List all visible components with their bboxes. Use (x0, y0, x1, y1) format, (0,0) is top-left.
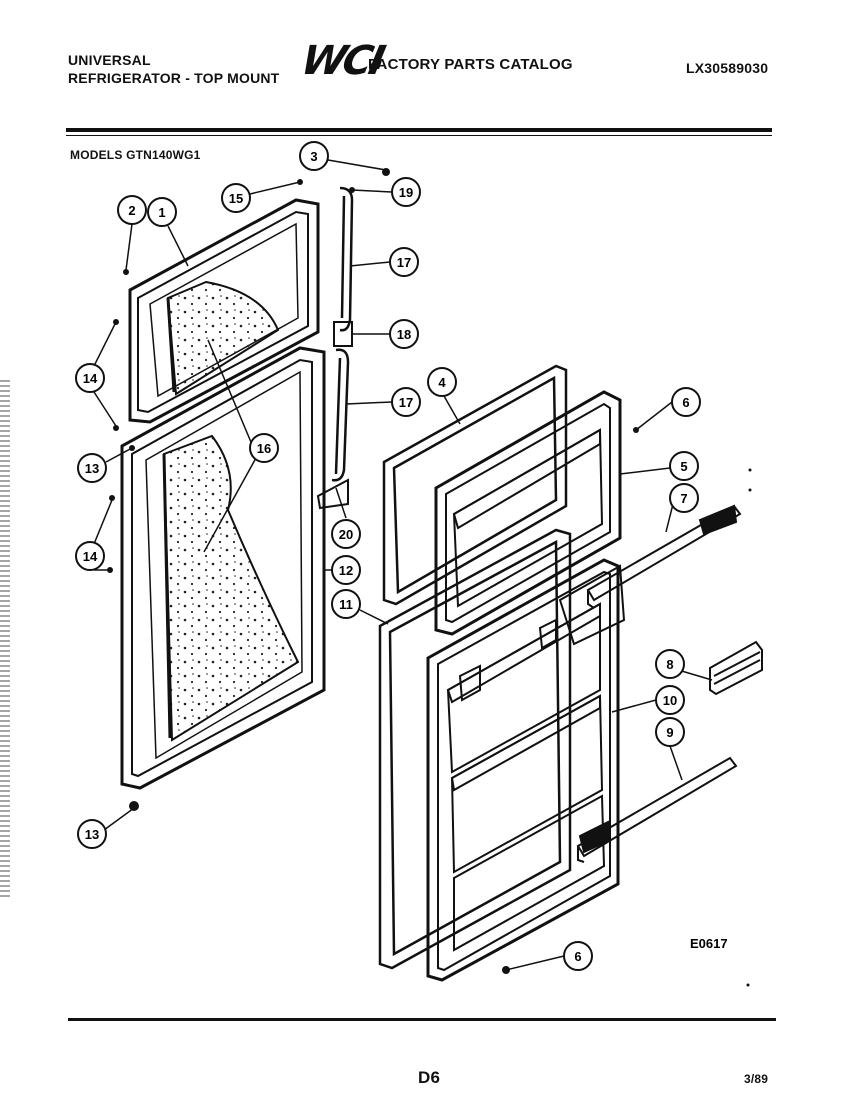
dairy-door-8 (709, 640, 763, 696)
callout-2-label: 2 (128, 203, 135, 218)
callout-17-upper: 17 (389, 247, 419, 277)
callout-17-upper-label: 17 (397, 255, 411, 270)
catalog-date: 3/89 (744, 1072, 769, 1086)
callout-4: 4 (427, 367, 457, 397)
freezer-door (434, 390, 622, 636)
hinge-bracket (316, 321, 353, 510)
brand-line1: UNIVERSAL (68, 52, 151, 68)
brand-line2: REFRIGERATOR - TOP MOUNT (68, 70, 280, 86)
callout-14-upper-label: 14 (83, 371, 98, 386)
freezer-door-gasket (382, 364, 568, 606)
callout-3-label: 3 (310, 149, 317, 164)
callout-1: 1 (147, 197, 177, 227)
callout-5-label: 5 (680, 459, 687, 474)
callout-14-lower: 14 (75, 541, 105, 571)
callout-6-lower-label: 6 (574, 949, 581, 964)
callout-15-label: 15 (229, 191, 243, 206)
callout-7-label: 7 (680, 491, 687, 506)
catalog-title: FACTORY PARTS CATALOG (368, 56, 573, 73)
callout-2: 2 (117, 195, 147, 225)
callout-9-label: 9 (666, 725, 673, 740)
fresh-food-door-gasket-panel (162, 434, 300, 742)
callout-13-upper-label: 13 (85, 461, 99, 476)
header-rule-thin (66, 135, 772, 136)
callout-14-lower-label: 14 (83, 549, 98, 564)
header-rule (66, 128, 772, 132)
fresh-food-door-gasket (378, 528, 572, 970)
callout-16-label: 16 (257, 441, 271, 456)
callout-17-lower: 17 (391, 387, 421, 417)
callout-13-lower-label: 13 (85, 827, 99, 842)
callout-15: 15 (221, 183, 251, 213)
callout-16: 16 (249, 433, 279, 463)
callout-10-label: 10 (663, 693, 677, 708)
callout-6-lower: 6 (563, 941, 593, 971)
callout-14-upper: 14 (75, 363, 105, 393)
freezer-door-gasket-panel (166, 280, 280, 396)
callout-5: 5 (669, 451, 699, 481)
callout-10: 10 (655, 685, 685, 715)
callout-7: 7 (669, 483, 699, 513)
callout-8-label: 8 (666, 657, 673, 672)
fresh-food-door (426, 558, 626, 982)
callout-11-label: 11 (339, 597, 353, 612)
callout-12: 12 (331, 555, 361, 585)
callout-6-upper: 6 (671, 387, 701, 417)
callout-1-label: 1 (158, 205, 165, 220)
callout-3: 3 (299, 141, 329, 171)
callout-13-lower: 13 (77, 819, 107, 849)
callout-20: 20 (331, 519, 361, 549)
leader-lines (93, 159, 713, 971)
catalog-number: LX30589030 (686, 60, 769, 76)
figure-code: E0617 (690, 936, 728, 951)
page-number: D6 (418, 1068, 441, 1087)
callout-17-lower-label: 17 (399, 395, 413, 410)
callout-18-label: 18 (397, 327, 411, 342)
models-label: MODELS GTN140WG1 (70, 148, 201, 162)
callout-8: 8 (655, 649, 685, 679)
fresh-food-door-liner (120, 346, 326, 790)
callout-19-label: 19 (399, 185, 413, 200)
callout-20-label: 20 (339, 527, 353, 542)
shelf-rail-7 (586, 504, 742, 609)
callout-4-label: 4 (438, 375, 446, 390)
callout-12-label: 12 (339, 563, 353, 578)
upper-door-handle (339, 186, 354, 332)
shelf-rail-9 (576, 756, 738, 863)
callout-11: 11 (331, 589, 361, 619)
callout-9: 9 (655, 717, 685, 747)
callout-19: 19 (391, 177, 421, 207)
callout-18: 18 (389, 319, 419, 349)
callout-13-upper: 13 (77, 453, 107, 483)
fasteners (107, 168, 752, 987)
lower-door-handle (331, 348, 350, 482)
footer-rule (68, 1018, 776, 1021)
freezer-door-liner (128, 198, 320, 424)
scan-artifact (0, 380, 10, 900)
callout-6-upper-label: 6 (682, 395, 689, 410)
